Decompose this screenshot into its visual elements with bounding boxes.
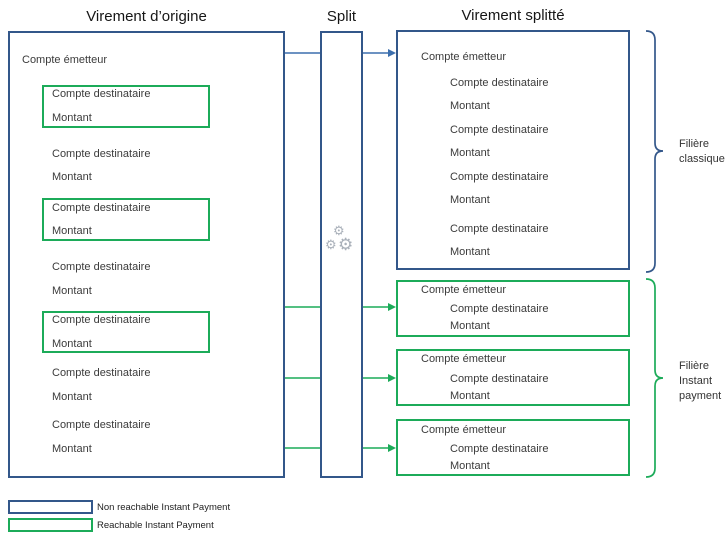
classic-brace-label-line: Filière	[679, 138, 709, 150]
amount-label: Montant	[52, 112, 92, 124]
gear-icon: ⚙	[338, 235, 354, 254]
instant-payment-box	[396, 280, 630, 337]
instant-brace	[645, 278, 664, 478]
green-arrowhead-icon	[388, 374, 396, 382]
amount-label: Montant	[52, 171, 92, 183]
recipient-label: Compte destinataire	[52, 314, 151, 326]
recipient-label: Compte destinataire	[450, 124, 549, 136]
recipient-label: Compte destinataire	[450, 443, 549, 455]
classic-brace	[645, 30, 664, 273]
recipient-label: Compte destinataire	[52, 367, 151, 379]
legend-swatch-non-reachable	[8, 500, 93, 514]
amount-label: Montant	[52, 225, 92, 237]
amount-label: Montant	[52, 391, 92, 403]
origin-emitter-label: Compte émetteur	[22, 54, 107, 66]
right-panel-title: Virement splitté	[461, 7, 565, 24]
reachable-pair-box	[42, 311, 210, 353]
instant-brace-label-line: Instant	[679, 375, 713, 387]
classic-brace-label: Filière classique	[679, 137, 725, 167]
amount-label: Montant	[450, 147, 490, 159]
split-processor-box	[320, 31, 363, 478]
amount-label: Montant	[450, 194, 490, 206]
classic-emitter-label: Compte émetteur	[421, 51, 506, 63]
instant-payment-box	[396, 419, 630, 476]
amount-label: Montant	[450, 320, 490, 332]
instant-emitter-label: Compte émetteur	[421, 424, 506, 436]
instant-brace-label: Filière Instant payment	[679, 359, 721, 404]
amount-label: Montant	[450, 460, 490, 472]
recipient-label: Compte destinataire	[52, 148, 151, 160]
amount-label: Montant	[450, 100, 490, 112]
instant-brace-label-line: payment	[679, 390, 722, 402]
recipient-label: Compte destinataire	[52, 202, 151, 214]
instant-payment-box	[396, 349, 630, 406]
instant-brace-label-line: Filière	[679, 360, 709, 372]
left-panel-title: Virement d’origine	[86, 8, 207, 25]
instant-emitter-label: Compte émetteur	[421, 353, 506, 365]
classic-split-box	[396, 30, 630, 270]
amount-label: Montant	[450, 390, 490, 402]
gear-icon: ⚙	[333, 223, 345, 238]
recipient-label: Compte destinataire	[52, 261, 151, 273]
recipient-label: Compte destinataire	[52, 88, 151, 100]
gear-icon: ⚙	[325, 237, 337, 252]
amount-label: Montant	[52, 443, 92, 455]
recipient-label: Compte destinataire	[450, 77, 549, 89]
amount-label: Montant	[52, 338, 92, 350]
recipient-label: Compte destinataire	[450, 373, 549, 385]
legend-label-reachable: Reachable Instant Payment	[97, 520, 214, 531]
reachable-pair-box	[42, 85, 210, 128]
split-title: Split	[326, 8, 357, 25]
amount-label: Montant	[52, 285, 92, 297]
recipient-label: Compte destinataire	[450, 303, 549, 315]
green-arrowhead-icon	[388, 303, 396, 311]
recipient-label: Compte destinataire	[450, 171, 549, 183]
reachable-pair-box	[42, 198, 210, 241]
legend-swatch-reachable	[8, 518, 93, 532]
instant-emitter-label: Compte émetteur	[421, 284, 506, 296]
recipient-label: Compte destinataire	[52, 419, 151, 431]
blue-arrowhead-icon	[388, 49, 396, 57]
green-arrowhead-icon	[388, 444, 396, 452]
amount-label: Montant	[450, 246, 490, 258]
classic-brace-label-line: classique	[679, 153, 725, 165]
legend-label-non-reachable: Non reachable Instant Payment	[97, 502, 231, 513]
recipient-label: Compte destinataire	[450, 223, 549, 235]
